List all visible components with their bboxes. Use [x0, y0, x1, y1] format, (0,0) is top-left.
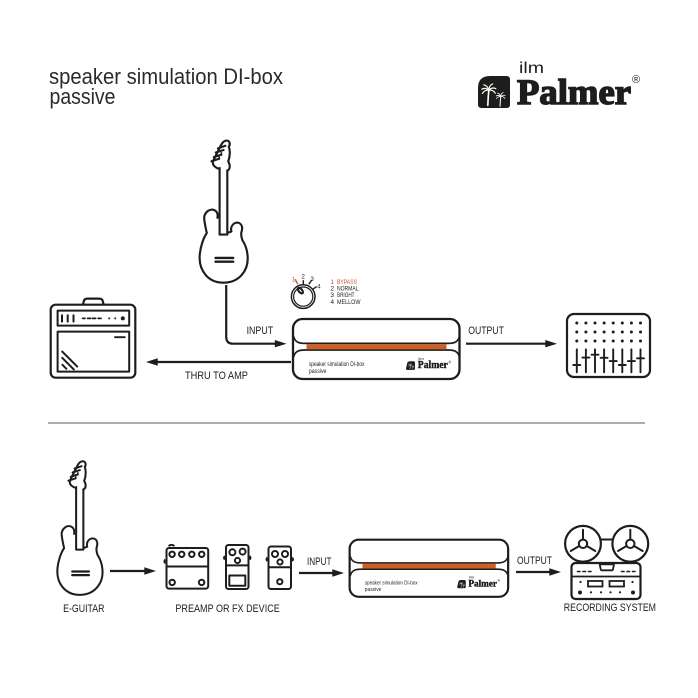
- svg-text:MELLOW: MELLOW: [337, 299, 361, 306]
- svg-text:OUTPUT: OUTPUT: [517, 555, 552, 567]
- svg-text:PREAMP OR FX DEVICE: PREAMP OR FX DEVICE: [175, 603, 279, 615]
- svg-text:4: 4: [330, 299, 334, 306]
- svg-text:speaker simulation DI-box: speaker simulation DI-box: [49, 64, 284, 89]
- svg-text:INPUT: INPUT: [247, 325, 274, 337]
- svg-text:ilm: ilm: [519, 60, 544, 77]
- svg-text:RECORDING SYSTEM: RECORDING SYSTEM: [564, 602, 656, 614]
- svg-text:passive: passive: [50, 84, 116, 109]
- svg-text:INPUT: INPUT: [307, 556, 332, 568]
- svg-text:BRIGHT: BRIGHT: [337, 292, 355, 299]
- svg-text:E-GUITAR: E-GUITAR: [63, 603, 104, 615]
- svg-text:®: ®: [632, 74, 640, 86]
- svg-text:1: 1: [292, 277, 296, 283]
- svg-text:Palmer: Palmer: [517, 72, 631, 112]
- svg-text:4: 4: [317, 285, 321, 291]
- svg-text:NORMAL: NORMAL: [337, 286, 359, 293]
- svg-text:2: 2: [330, 286, 334, 293]
- svg-text:3: 3: [330, 292, 334, 299]
- svg-text:BYPASS: BYPASS: [337, 279, 357, 286]
- svg-text:OUTPUT: OUTPUT: [468, 325, 504, 337]
- svg-text:THRU TO AMP: THRU TO AMP: [185, 370, 248, 382]
- svg-text:1: 1: [330, 279, 334, 286]
- svg-text:3: 3: [311, 277, 315, 283]
- svg-text:2: 2: [302, 275, 306, 281]
